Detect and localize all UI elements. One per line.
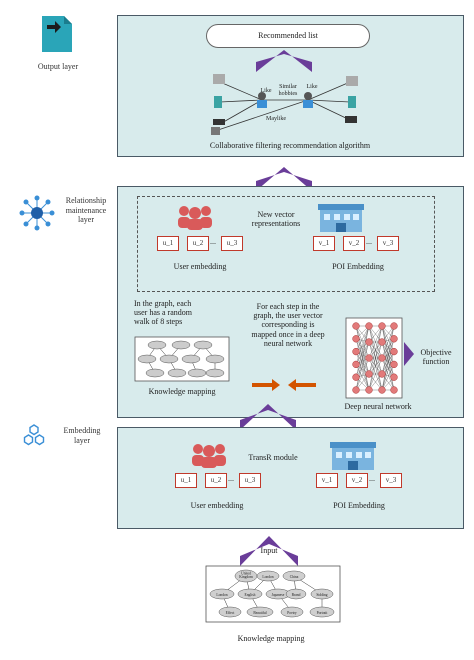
similar-hobbies-label: Similar hobbies: [278, 84, 298, 97]
kg-node-label: Beautiful: [253, 611, 266, 615]
user-box-2: u_2: [187, 236, 209, 251]
dnn-node: [378, 354, 386, 362]
dnn-node: [352, 373, 360, 381]
user-box-b3: u_3: [239, 473, 261, 488]
dnn-node: [352, 347, 360, 356]
dnn-node: [378, 370, 386, 378]
kg-node-label: Effect: [226, 611, 235, 615]
dnn-node: [365, 386, 373, 394]
dnn-node: [365, 354, 373, 362]
dnn-node: [352, 360, 360, 369]
poi-box-3: v_3: [377, 236, 399, 251]
dnn-node: [390, 335, 398, 343]
new-vector-label: New vector representations: [251, 210, 301, 229]
poi-box-b2: v_2: [346, 473, 368, 488]
kg-node-label: Brand: [292, 593, 301, 597]
scarf-icon: [214, 96, 222, 108]
embedding-dashed-box: [137, 196, 435, 292]
dnn-node: [378, 386, 386, 394]
dnn-node: [378, 322, 386, 330]
poi-building-icon: [318, 204, 364, 232]
hat-icon: [213, 119, 225, 125]
users-icon: [178, 206, 212, 230]
hexagon-icon: [23, 424, 45, 446]
dnn-node: [390, 360, 398, 369]
mapping-note: For each step in the graph, the user vec…: [251, 302, 325, 348]
up-arrow-relationship: [256, 167, 312, 191]
kg-node-label: China: [290, 575, 299, 579]
collab-filtering-graph: [211, 74, 358, 135]
kg-node-label: United: [241, 571, 251, 575]
poi-building-icon-bottom: [330, 442, 376, 470]
converge-arrows: [252, 379, 316, 391]
kg-node-label: Poetry: [287, 611, 297, 615]
objective-label: Objective function: [420, 348, 452, 367]
up-arrow-output: [256, 50, 312, 72]
transr-label: TransR module: [248, 453, 298, 462]
embedding-panel: [117, 427, 464, 529]
dnn-node: [352, 322, 360, 330]
users-icon-bottom: [192, 444, 226, 468]
poi-dots-b: ...: [369, 474, 375, 483]
like-left-label: Like: [260, 88, 272, 94]
dnn-node: [390, 347, 398, 356]
user-box-1: u_1: [157, 236, 179, 251]
dnn-node: [352, 386, 360, 394]
poi-box-b1: v_1: [316, 473, 338, 488]
dnn-graphic: [345, 317, 403, 399]
user-box-3: u_3: [221, 236, 243, 251]
user-embedding-b-label: User embedding: [190, 501, 244, 510]
user-box-b2: u_2: [205, 473, 227, 488]
random-walk-note: In the graph, each user has a random wal…: [134, 299, 192, 327]
shirt-icon: [213, 74, 225, 84]
dnn-node: [365, 322, 373, 330]
recommended-list-pill: Recommended list: [206, 24, 370, 48]
poi-dots: ...: [366, 237, 372, 246]
maylike-label: Maylike: [266, 116, 286, 122]
poi-box-1: v_1: [313, 236, 335, 251]
relationship-layer-label: Relationship maintenance layer: [65, 196, 107, 225]
knowledge-graph-mini: [134, 336, 230, 382]
up-arrow-embedding: [240, 404, 296, 430]
input-label: Input: [260, 546, 278, 555]
dnn-node: [378, 338, 386, 346]
output-file-icon: [42, 16, 72, 52]
dnn-label: Deep neural network: [344, 402, 412, 411]
poi-box-2: v_2: [343, 236, 365, 251]
kg-node-label: London: [216, 593, 227, 597]
knowledge-mapping-mid-label: Knowledge mapping: [148, 387, 216, 396]
poi-box-b3: v_3: [380, 473, 402, 488]
algo-caption: Collaborative filtering recommendation a…: [209, 141, 371, 150]
user-dots: ...: [210, 237, 216, 246]
kg-node-label: English: [245, 593, 256, 597]
dnn-node: [390, 386, 398, 394]
user-dots-b: ...: [228, 474, 234, 483]
user-box-b1: u_1: [175, 473, 197, 488]
user-embedding-label: User embedding: [173, 262, 227, 271]
dnn-node: [365, 338, 373, 346]
dnn-node: [390, 322, 398, 330]
dnn-node: [365, 370, 373, 378]
kg-node-label: Stdding: [316, 593, 327, 597]
like-right-label: Like: [306, 84, 318, 90]
kg-node-label: Kingdom: [239, 575, 253, 579]
output-layer-label: Output layer: [37, 62, 79, 71]
knowledge-mapping-caption: Knowledge mapping: [237, 634, 305, 643]
input-arrow: [240, 536, 298, 566]
bag-icon: [211, 127, 220, 135]
kg-node-label: Portrait: [317, 611, 328, 615]
poi-embedding-label: POI Embedding: [332, 262, 384, 271]
network-icon: [19, 195, 55, 231]
embedding-layer-label: Embedding layer: [63, 426, 101, 445]
objective-arrow: [404, 342, 414, 366]
kg-node-label: London: [262, 575, 273, 579]
kg-node-label: Japanese: [272, 593, 285, 597]
dnn-node: [352, 335, 360, 343]
dnn-node: [390, 373, 398, 381]
poi-embedding-b-label: POI Embedding: [333, 501, 385, 510]
